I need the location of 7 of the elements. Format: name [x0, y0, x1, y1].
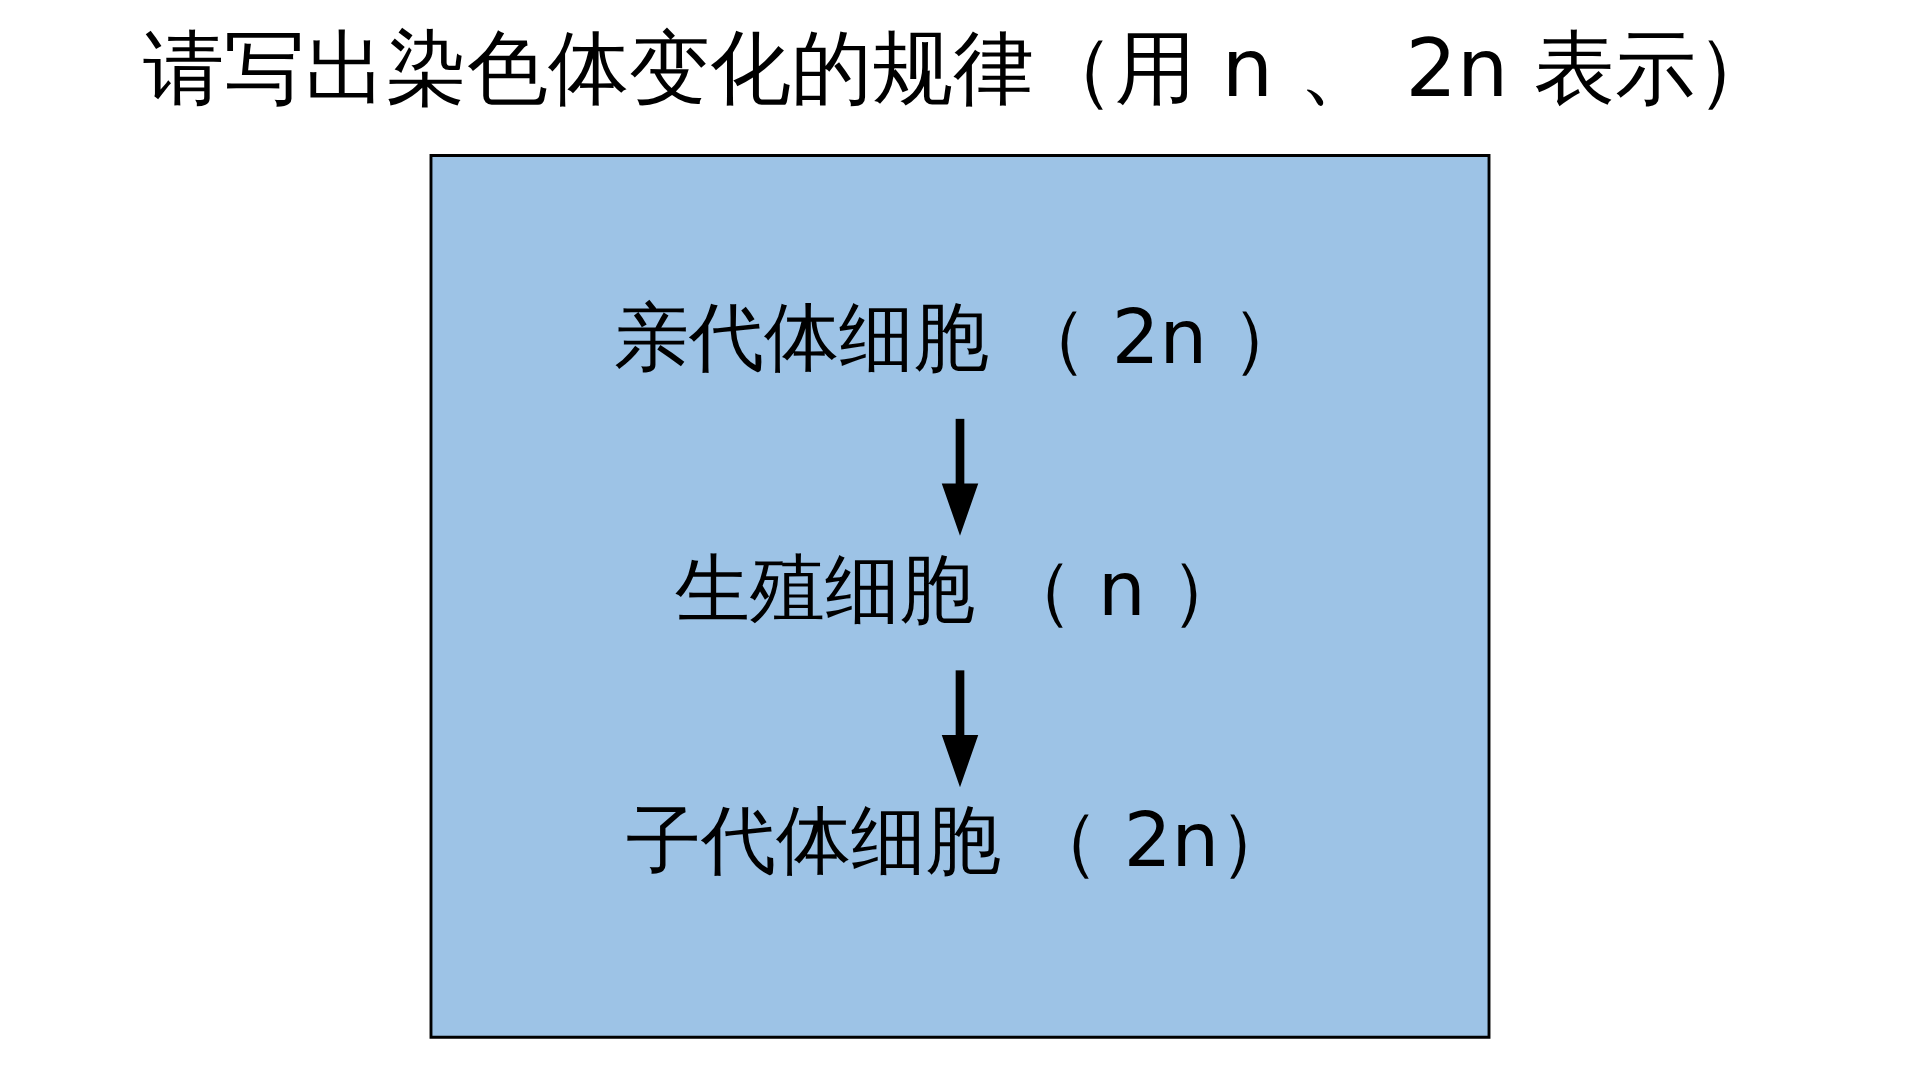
node-text: 子代体细胞 （ 2n）: [625, 796, 1295, 885]
node-text: 生殖细胞 （ n ）: [675, 544, 1245, 633]
cluster: [429, 154, 1491, 1039]
arrow: [941, 670, 979, 788]
arrow: [941, 418, 979, 536]
diagram-title: 请写出染色体变化的规律（用 n 、 2n 表示）: [142, 20, 1778, 115]
node-text: 亲代体细胞 （ 2n ）: [613, 293, 1307, 382]
